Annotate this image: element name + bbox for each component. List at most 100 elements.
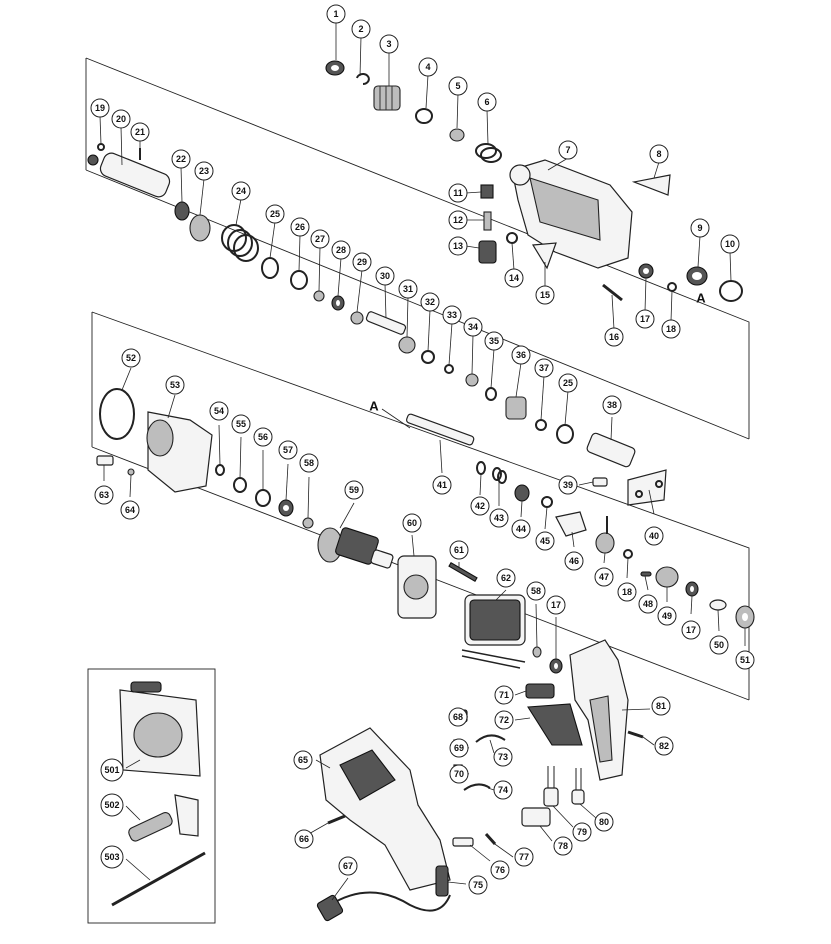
callout-bubble bbox=[661, 319, 681, 339]
callout-label: 7 bbox=[565, 145, 570, 155]
callout-82: 82 bbox=[654, 736, 674, 756]
callout-bubble bbox=[375, 266, 395, 286]
callout-26: 26 bbox=[290, 217, 310, 237]
callout-bubble bbox=[111, 109, 131, 129]
callout-17b: 17 bbox=[681, 620, 701, 640]
callout-label: 6 bbox=[484, 97, 489, 107]
callout-bubble bbox=[654, 736, 674, 756]
callout-bubble bbox=[681, 620, 701, 640]
stator-62-part bbox=[461, 594, 526, 669]
callout-label: 36 bbox=[516, 350, 526, 360]
callout-label: 502 bbox=[104, 800, 119, 810]
armature-59-part bbox=[317, 527, 394, 569]
callout-15: 15 bbox=[535, 285, 555, 305]
callout-label: 65 bbox=[298, 755, 308, 765]
callout-bubble bbox=[564, 551, 584, 571]
callout-70: 70 bbox=[449, 764, 469, 784]
callout-23: 23 bbox=[194, 161, 214, 181]
callout-label: 13 bbox=[453, 241, 463, 251]
callout-44: 44 bbox=[511, 519, 531, 539]
callout-64: 64 bbox=[120, 500, 140, 520]
callout-bubble bbox=[594, 567, 614, 587]
washer-58b-part bbox=[532, 646, 542, 658]
washer-26-part bbox=[290, 270, 308, 290]
callout-bubble bbox=[130, 122, 150, 142]
noise-suppressor-80-part bbox=[571, 768, 585, 805]
callout-30: 30 bbox=[375, 266, 395, 286]
callout-label: 50 bbox=[714, 640, 724, 650]
callout-bubble bbox=[526, 581, 546, 601]
callout-bubble bbox=[352, 252, 372, 272]
callout-7: 7 bbox=[558, 140, 578, 160]
callout-22: 22 bbox=[171, 149, 191, 169]
spring-12-part bbox=[483, 211, 492, 231]
plate-40-part bbox=[627, 469, 667, 506]
callout-bubble bbox=[558, 475, 578, 495]
callout-label: 58 bbox=[531, 586, 541, 596]
callout-17c: 17 bbox=[546, 595, 566, 615]
callout-9: 9 bbox=[690, 218, 710, 238]
callout-label: 10 bbox=[725, 239, 735, 249]
callout-label: 23 bbox=[199, 166, 209, 176]
callout-label: 17 bbox=[686, 625, 696, 635]
callout-bubble bbox=[511, 519, 531, 539]
callout-bubble bbox=[265, 204, 285, 224]
callout-bubble bbox=[463, 317, 483, 337]
callout-label: 78 bbox=[558, 841, 568, 851]
bearing-57-part bbox=[278, 499, 294, 517]
baffle-60-part bbox=[397, 555, 437, 619]
callout-label: 28 bbox=[336, 245, 346, 255]
callout-bubble bbox=[290, 217, 310, 237]
washer-4-part bbox=[415, 108, 433, 124]
callout-label: 32 bbox=[425, 297, 435, 307]
callout-label: 81 bbox=[656, 701, 666, 711]
callout-bubble bbox=[294, 829, 314, 849]
callout-57: 57 bbox=[278, 440, 298, 460]
callout-label: 62 bbox=[501, 573, 511, 583]
screw-82-part bbox=[627, 730, 644, 739]
washer-32-part bbox=[421, 350, 435, 364]
callout-label: 64 bbox=[125, 505, 135, 515]
callout-61: 61 bbox=[449, 540, 469, 560]
callout-42: 42 bbox=[470, 496, 490, 516]
gear-49-part bbox=[655, 566, 679, 588]
cord-clip-76-part bbox=[452, 837, 474, 847]
callout-503: 503 bbox=[100, 845, 124, 869]
callout-label: 18 bbox=[666, 324, 676, 334]
callout-label: 54 bbox=[214, 406, 224, 416]
callout-bubble bbox=[326, 4, 346, 24]
piston-36-part bbox=[505, 396, 527, 420]
callout-bubble bbox=[344, 480, 364, 500]
callout-17a: 17 bbox=[635, 309, 655, 329]
reference-line-a-left bbox=[381, 408, 411, 429]
callout-bubble bbox=[594, 812, 614, 832]
callout-34: 34 bbox=[463, 317, 483, 337]
callout-label: 59 bbox=[349, 485, 359, 495]
callout-43: 43 bbox=[489, 508, 509, 528]
callout-bubble bbox=[604, 327, 624, 347]
retaining-ring-part bbox=[356, 73, 370, 85]
callout-label: 29 bbox=[357, 257, 367, 267]
callout-63: 63 bbox=[94, 485, 114, 505]
callout-21: 21 bbox=[130, 122, 150, 142]
callout-label: 56 bbox=[258, 432, 268, 442]
screw-77-part bbox=[484, 832, 497, 846]
depth-gauge-503-part bbox=[111, 851, 206, 907]
gear-23-part bbox=[189, 214, 211, 242]
callout-72: 72 bbox=[494, 710, 514, 730]
washer-31-part bbox=[398, 336, 416, 354]
callout-label: 46 bbox=[569, 556, 579, 566]
callout-label: 17 bbox=[640, 314, 650, 324]
callout-label: 501 bbox=[104, 765, 119, 775]
callout-label: 4 bbox=[425, 62, 430, 72]
label-plate-8-part bbox=[631, 174, 671, 196]
inner-cover-53-part bbox=[146, 411, 213, 493]
washer-33-part bbox=[444, 364, 454, 374]
lever-46-part bbox=[555, 511, 587, 537]
callout-label: 37 bbox=[539, 363, 549, 373]
callout-label: 71 bbox=[499, 690, 509, 700]
callout-4: 4 bbox=[418, 57, 438, 77]
callout-bubble bbox=[484, 331, 504, 351]
washer-54-part bbox=[215, 464, 225, 476]
accessories-box bbox=[87, 668, 216, 924]
